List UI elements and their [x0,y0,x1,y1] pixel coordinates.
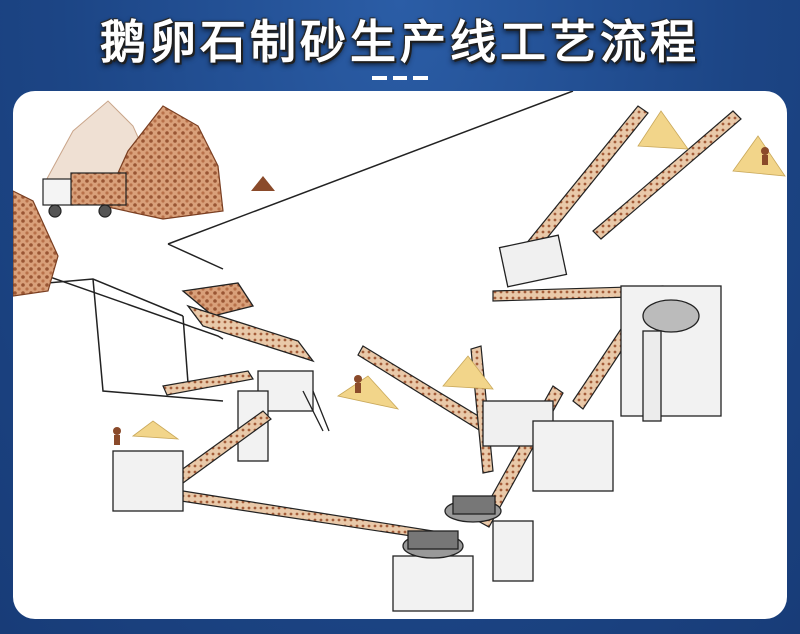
belt-conveyor [162,370,254,396]
base-structures [112,420,614,582]
belt-conveyor [180,490,434,540]
process-diagram [13,91,786,612]
diagram-panel [13,91,787,619]
title-underline [372,76,429,80]
feed-hopper [181,282,330,462]
finished-product-pile [131,110,786,440]
page-title: 鹅卵石制砂生产线工艺流程 [100,15,700,69]
vibrating-screen [482,234,568,447]
dump-truck [42,172,127,218]
belt-conveyor [592,110,742,240]
cone-crusher [620,285,722,422]
worker [113,147,769,445]
sand-making-machine [392,495,502,612]
